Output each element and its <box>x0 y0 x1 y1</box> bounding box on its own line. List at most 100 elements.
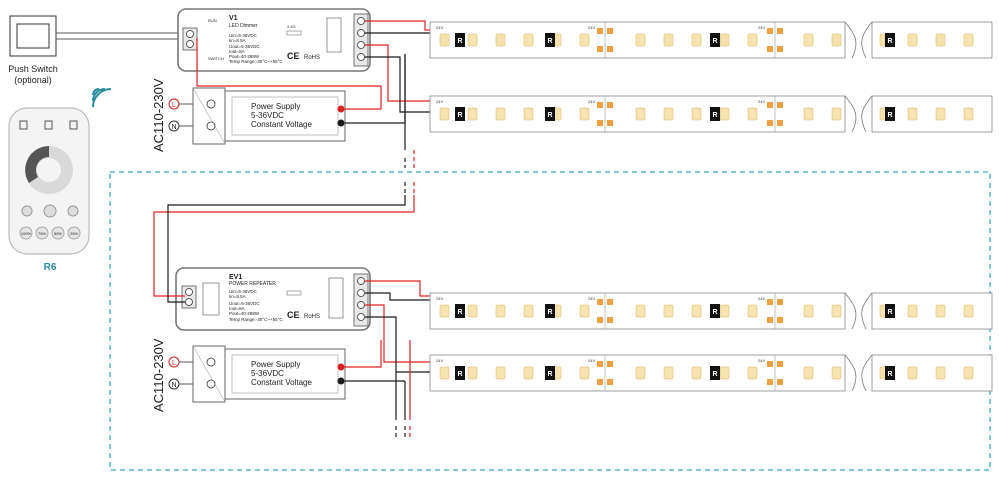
led-chip <box>907 33 918 47</box>
solder-pad <box>767 317 773 323</box>
resistor-chip <box>710 304 720 318</box>
psu-line3-bottom: Constant Voltage <box>251 378 312 387</box>
led-chip <box>803 33 814 47</box>
solder-pad <box>777 102 783 108</box>
solder-pad <box>767 379 773 385</box>
ac-label-top: AC110-230V <box>151 78 166 152</box>
resistor-label: R <box>887 309 892 316</box>
resistor-chip <box>885 304 895 318</box>
voltage-label: 24V <box>436 358 443 363</box>
led-chip <box>747 33 758 47</box>
led-chip <box>467 304 478 318</box>
solder-pad <box>597 120 603 126</box>
led-chip <box>495 33 506 47</box>
resistor-chip <box>455 366 465 380</box>
psu-line1-top: Power Supply <box>251 102 300 111</box>
wireless-signal-icon <box>92 88 112 108</box>
led-chip <box>963 366 974 380</box>
led-chip <box>467 107 478 121</box>
solder-pad <box>597 46 603 52</box>
solder-pad <box>607 317 613 323</box>
solder-pad <box>597 299 603 305</box>
dimmer-switch-label: SWITCH <box>208 56 224 61</box>
solder-pad <box>597 361 603 367</box>
led-chip <box>803 107 814 121</box>
resistor-label: R <box>457 371 462 378</box>
resistor-chip <box>710 366 720 380</box>
solder-pad <box>767 46 773 52</box>
solder-pad <box>607 379 613 385</box>
led-chip <box>907 366 918 380</box>
voltage-label: 24V <box>436 25 443 30</box>
led-chip <box>663 304 674 318</box>
led-chip <box>495 304 506 318</box>
resistor-chip <box>710 107 720 121</box>
ce-mark: CE <box>287 51 300 61</box>
power-supply-bottom: AC110-230V L N Power Supply 5-36VDC Cons… <box>151 338 346 412</box>
dimmer-spec-iin: Iin=8.5A <box>229 38 246 43</box>
solder-pad <box>767 28 773 34</box>
push-switch-note: (optional) <box>14 75 52 85</box>
ac-label-bottom: AC110-230V <box>151 338 166 412</box>
resistor-chip <box>885 33 895 47</box>
remote-btn-50: 50% <box>54 231 62 236</box>
led-chip <box>523 366 534 380</box>
strip-break <box>844 292 857 330</box>
solder-pad <box>767 361 773 367</box>
led-chip <box>523 33 534 47</box>
psu-line2-top: 5-36VDC <box>251 111 284 120</box>
resistor-chip <box>455 304 465 318</box>
led-chip <box>663 366 674 380</box>
dimmer-spec-uin: Uin=5-36VDC <box>229 33 258 38</box>
remote-btn-100: 100% <box>21 231 32 236</box>
led-chip <box>579 33 590 47</box>
led-chip <box>831 366 842 380</box>
repeater-spec-uout: Uout=5-36VDC <box>229 301 260 306</box>
repeater-name: POWER REPEATER <box>229 281 276 287</box>
led-chip <box>663 33 674 47</box>
wires <box>153 20 432 440</box>
resistor-label: R <box>457 38 462 45</box>
led-chip <box>719 33 730 47</box>
resistor-chip <box>710 33 720 47</box>
dimmer-spec-pout: Pout=40-288W <box>229 54 260 59</box>
resistor-label: R <box>712 371 717 378</box>
dimmer-dip-label: 2.4G <box>287 24 296 29</box>
voltage-label: 24V <box>758 358 765 363</box>
resistor-chip <box>885 107 895 121</box>
dimmer-spec-temp: Temp Range:-30°C~+55°C <box>229 59 283 64</box>
push-switch: Push Switch (optional) <box>8 15 183 85</box>
led-chip <box>747 107 758 121</box>
resistor-label: R <box>887 38 892 45</box>
left-button <box>21 205 33 217</box>
led-chip <box>439 107 450 121</box>
repeater-spec-iin: Iin=8.5A <box>229 294 246 299</box>
led-chip <box>635 366 646 380</box>
led-chip <box>467 33 478 47</box>
solder-pad <box>597 317 603 323</box>
solder-pad <box>777 120 783 126</box>
led-chip <box>963 33 974 47</box>
psu-line3-top: Constant Voltage <box>251 120 312 129</box>
solder-pad <box>767 102 773 108</box>
led-chip <box>691 304 702 318</box>
power-supply-top: AC110-230V L N Power Supply 5-36VDC Cons… <box>151 78 346 152</box>
power-button <box>43 204 57 218</box>
led-chip <box>935 33 946 47</box>
led-chip <box>635 304 646 318</box>
repeater-spec-pout: Pout=40-288W <box>229 311 260 316</box>
led-chip <box>691 366 702 380</box>
led-chip <box>439 304 450 318</box>
voltage-label: 24V <box>588 99 595 104</box>
led-chip <box>963 107 974 121</box>
repeater-spec-iout: Iout=8A <box>229 306 245 311</box>
resistor-chip <box>545 366 555 380</box>
led-chip <box>831 107 842 121</box>
solder-pad <box>777 299 783 305</box>
led-chip <box>803 366 814 380</box>
led-chip <box>691 107 702 121</box>
led-chip <box>719 366 730 380</box>
repeater-rohs: RoHS <box>304 314 320 320</box>
